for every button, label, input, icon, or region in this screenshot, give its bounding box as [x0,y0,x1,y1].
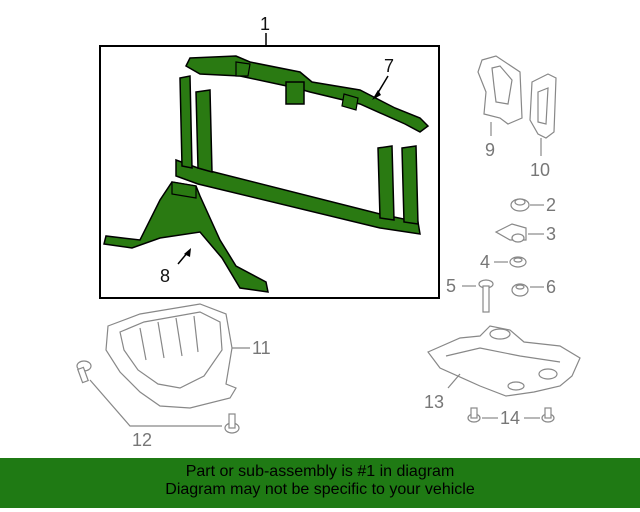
nut-2-part[interactable] [510,198,530,212]
radiator-support-frame-part[interactable] [175,75,421,235]
air-deflector-11-part[interactable] [105,303,237,409]
skid-plate-13-part[interactable] [427,325,581,397]
callout-5[interactable]: 5 [446,276,456,296]
bolt-12-part[interactable] [76,360,240,434]
callout-8[interactable]: 8 [160,266,170,286]
callout-11[interactable]: 11 [252,338,271,358]
callout-6[interactable]: 6 [546,277,556,297]
parts-diagram: 1 7 8 9 10 2 [76,14,581,450]
lower-bracket-part[interactable] [103,181,269,293]
leader-13 [447,373,461,389]
callout-14[interactable]: 14 [500,408,520,428]
callout-3[interactable]: 3 [546,224,556,244]
nut-6-part[interactable] [511,283,529,297]
footer-banner: Part or sub-assembly is #1 in diagram Di… [0,458,640,508]
bolt-5-part[interactable] [478,279,494,313]
grommet-4-part[interactable] [509,256,527,268]
callout-2[interactable]: 2 [546,195,556,215]
leader-12 [89,379,222,427]
callout-10[interactable]: 10 [530,160,550,180]
callout-9[interactable]: 9 [485,140,495,160]
upper-tie-bar-part[interactable] [185,55,430,133]
arrow-7 [372,90,381,100]
bolt-14-part[interactable] [467,407,555,423]
callout-13[interactable]: 13 [424,392,444,412]
bracket-10-part[interactable] [529,73,557,139]
footer-line-2: Diagram may not be specific to your vehi… [165,481,475,498]
callout-1[interactable]: 1 [260,14,270,34]
callout-4[interactable]: 4 [480,252,490,272]
callout-12[interactable]: 12 [132,430,152,450]
arrow-8 [184,248,191,257]
bracket-9-part[interactable] [477,55,523,125]
callout-7[interactable]: 7 [384,56,394,76]
clip-3-part[interactable] [494,223,527,243]
footer-line-1: Part or sub-assembly is #1 in diagram [185,463,455,480]
